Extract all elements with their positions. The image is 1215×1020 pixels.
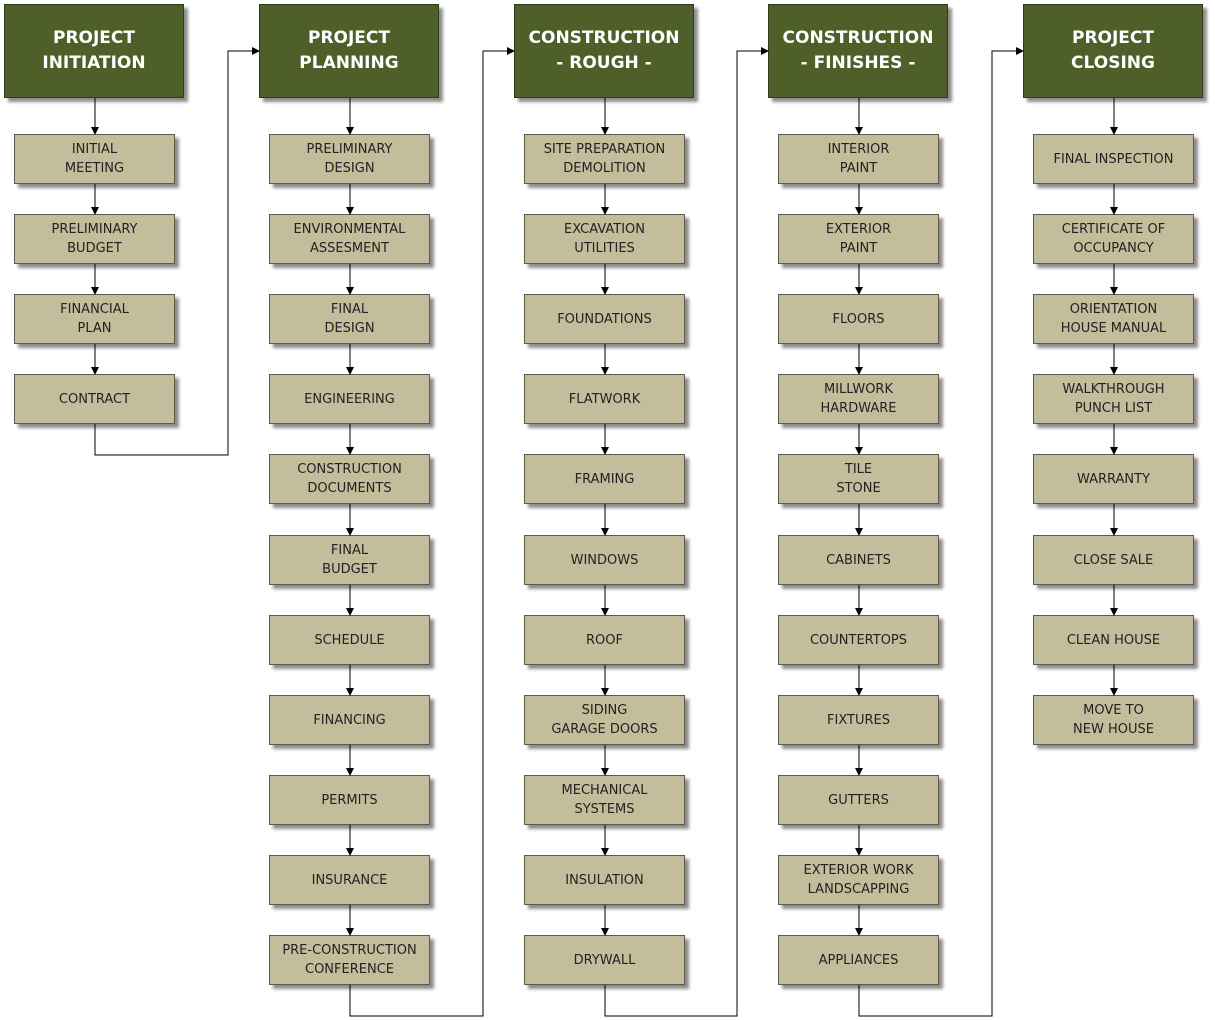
step-box-foundations: FOUNDATIONS [524,294,685,344]
step-box-exterior-paint: EXTERIOR PAINT [778,214,939,264]
step-label: MOVE TO NEW HOUSE [1073,703,1154,737]
step-label: COUNTERTOPS [809,632,908,648]
step-box-close-sale: CLOSE SALE [1033,535,1194,585]
step-label: GUTTERS [828,792,889,808]
step-label: ENGINEERING [304,391,395,407]
step-label: EXTERIOR PAINT [825,222,892,256]
step-box-mechanical-systems: MECHANICAL SYSTEMS [524,775,685,825]
step-box-drywall: DRYWALL [524,935,685,985]
step-label: FLATWORK [568,391,641,407]
step-label: CLEAN HOUSE [1066,632,1161,648]
step-label: FIXTURES [827,712,890,728]
step-label: MILLWORK HARDWARE [820,382,897,416]
step-label: FINANCIAL PLAN [60,302,129,336]
step-box-move-to-new-house: MOVE TO NEW HOUSE [1033,695,1194,745]
step-box-gutters: GUTTERS [778,775,939,825]
step-box-insurance: INSURANCE [269,855,430,905]
step-box-contract: CONTRACT [14,374,175,424]
step-label: ORIENTATION HOUSE MANUAL [1060,302,1167,336]
step-label: FLOORS [832,311,885,327]
step-box-permits: PERMITS [269,775,430,825]
phase-link-3-to-4 [604,47,769,1017]
step-box-millwork-hardware: MILLWORK HARDWARE [778,374,939,424]
phase-header-construction-rough: CONSTRUCTION - ROUGH - [514,4,694,98]
step-box-excavation-utilities: EXCAVATION UTILITIES [524,214,685,264]
step-label: FINANCING [313,712,386,728]
step-box-financing: FINANCING [269,695,430,745]
step-label: FOUNDATIONS [557,311,652,327]
step-label: FINAL INSPECTION [1053,151,1174,167]
step-label: PRELIMINARY DESIGN [306,142,393,176]
phase-header-project-planning: PROJECT PLANNING [259,4,439,98]
step-label: APPLIANCES [818,952,899,968]
step-label: PRELIMINARY BUDGET [51,222,138,256]
step-label: MECHANICAL SYSTEMS [561,783,648,817]
step-label: ENVIRONMENTAL ASSESMENT [293,222,406,256]
step-label: FINAL DESIGN [324,302,375,336]
step-box-construction-documents: CONSTRUCTION DOCUMENTS [269,454,430,504]
step-label: DRYWALL [573,952,636,968]
phase-link-4-to-5 [858,47,1024,1017]
step-label: WARRANTY [1076,471,1151,487]
step-box-fixtures: FIXTURES [778,695,939,745]
phase-link-2-to-3 [349,47,515,1017]
step-box-walkthrough-punch-list: WALKTHROUGH PUNCH LIST [1033,374,1194,424]
step-label: INSURANCE [311,872,388,888]
phase-header-project-initiation: PROJECT INITIATION [4,4,184,98]
step-box-final-design: FINAL DESIGN [269,294,430,344]
step-box-siding-garage-doors: SIDING GARAGE DOORS [524,695,685,745]
step-box-orientation-house-manual: ORIENTATION HOUSE MANUAL [1033,294,1194,344]
step-label: EXCAVATION UTILITIES [564,222,645,256]
step-box-pre-construction-conference: PRE-CONSTRUCTION CONFERENCE [269,935,430,985]
phase-title: PROJECT INITIATION [42,28,146,73]
step-label: WALKTHROUGH PUNCH LIST [1062,382,1165,416]
step-label: ROOF [586,632,623,648]
step-label: CLOSE SALE [1073,552,1154,568]
step-label: INSULATION [565,872,644,888]
step-box-preliminary-design: PRELIMINARY DESIGN [269,134,430,184]
step-box-environmental-assesment: ENVIRONMENTAL ASSESMENT [269,214,430,264]
step-box-engineering: ENGINEERING [269,374,430,424]
step-box-final-inspection: FINAL INSPECTION [1033,134,1194,184]
phase-header-project-closing: PROJECT CLOSING [1023,4,1203,98]
step-box-initial-meeting: INITIAL MEETING [14,134,175,184]
step-label: FRAMING [574,471,635,487]
step-box-windows: WINDOWS [524,535,685,585]
step-label: EXTERIOR WORK LANDSCAPPING [803,863,914,897]
step-label: CONTRACT [58,391,131,407]
phase-title: PROJECT CLOSING [1071,28,1155,73]
step-label: CERTIFICATE OF OCCUPANCY [1061,222,1166,256]
step-box-flatwork: FLATWORK [524,374,685,424]
step-label: PRE-CONSTRUCTION CONFERENCE [282,943,417,977]
step-label: CABINETS [826,552,891,568]
step-box-site-preparation-demolition: SITE PREPARATION DEMOLITION [524,134,685,184]
phase-link-1-to-2 [94,47,260,456]
step-box-tile-stone: TILE STONE [778,454,939,504]
step-label: INTERIOR PAINT [827,142,890,176]
step-label: INITIAL MEETING [64,142,125,176]
step-box-certificate-of-occupancy: CERTIFICATE OF OCCUPANCY [1033,214,1194,264]
step-label: CONSTRUCTION DOCUMENTS [297,462,402,496]
step-label: WINDOWS [570,552,639,568]
step-label: FINAL BUDGET [322,543,377,577]
step-label: SIDING GARAGE DOORS [551,703,658,737]
step-box-countertops: COUNTERTOPS [778,615,939,665]
step-box-interior-paint: INTERIOR PAINT [778,134,939,184]
step-label: TILE STONE [836,462,881,496]
step-label: SITE PREPARATION DEMOLITION [543,142,666,176]
phase-title: CONSTRUCTION - FINISHES - [782,28,934,73]
step-box-cabinets: CABINETS [778,535,939,585]
step-label: SCHEDULE [314,632,385,648]
phase-header-construction-finishes: CONSTRUCTION - FINISHES - [768,4,948,98]
step-box-floors: FLOORS [778,294,939,344]
step-box-appliances: APPLIANCES [778,935,939,985]
step-box-clean-house: CLEAN HOUSE [1033,615,1194,665]
phase-title: PROJECT PLANNING [299,28,399,73]
phase-title: CONSTRUCTION - ROUGH - [528,28,680,73]
step-box-preliminary-budget: PRELIMINARY BUDGET [14,214,175,264]
step-label: PERMITS [321,792,378,808]
